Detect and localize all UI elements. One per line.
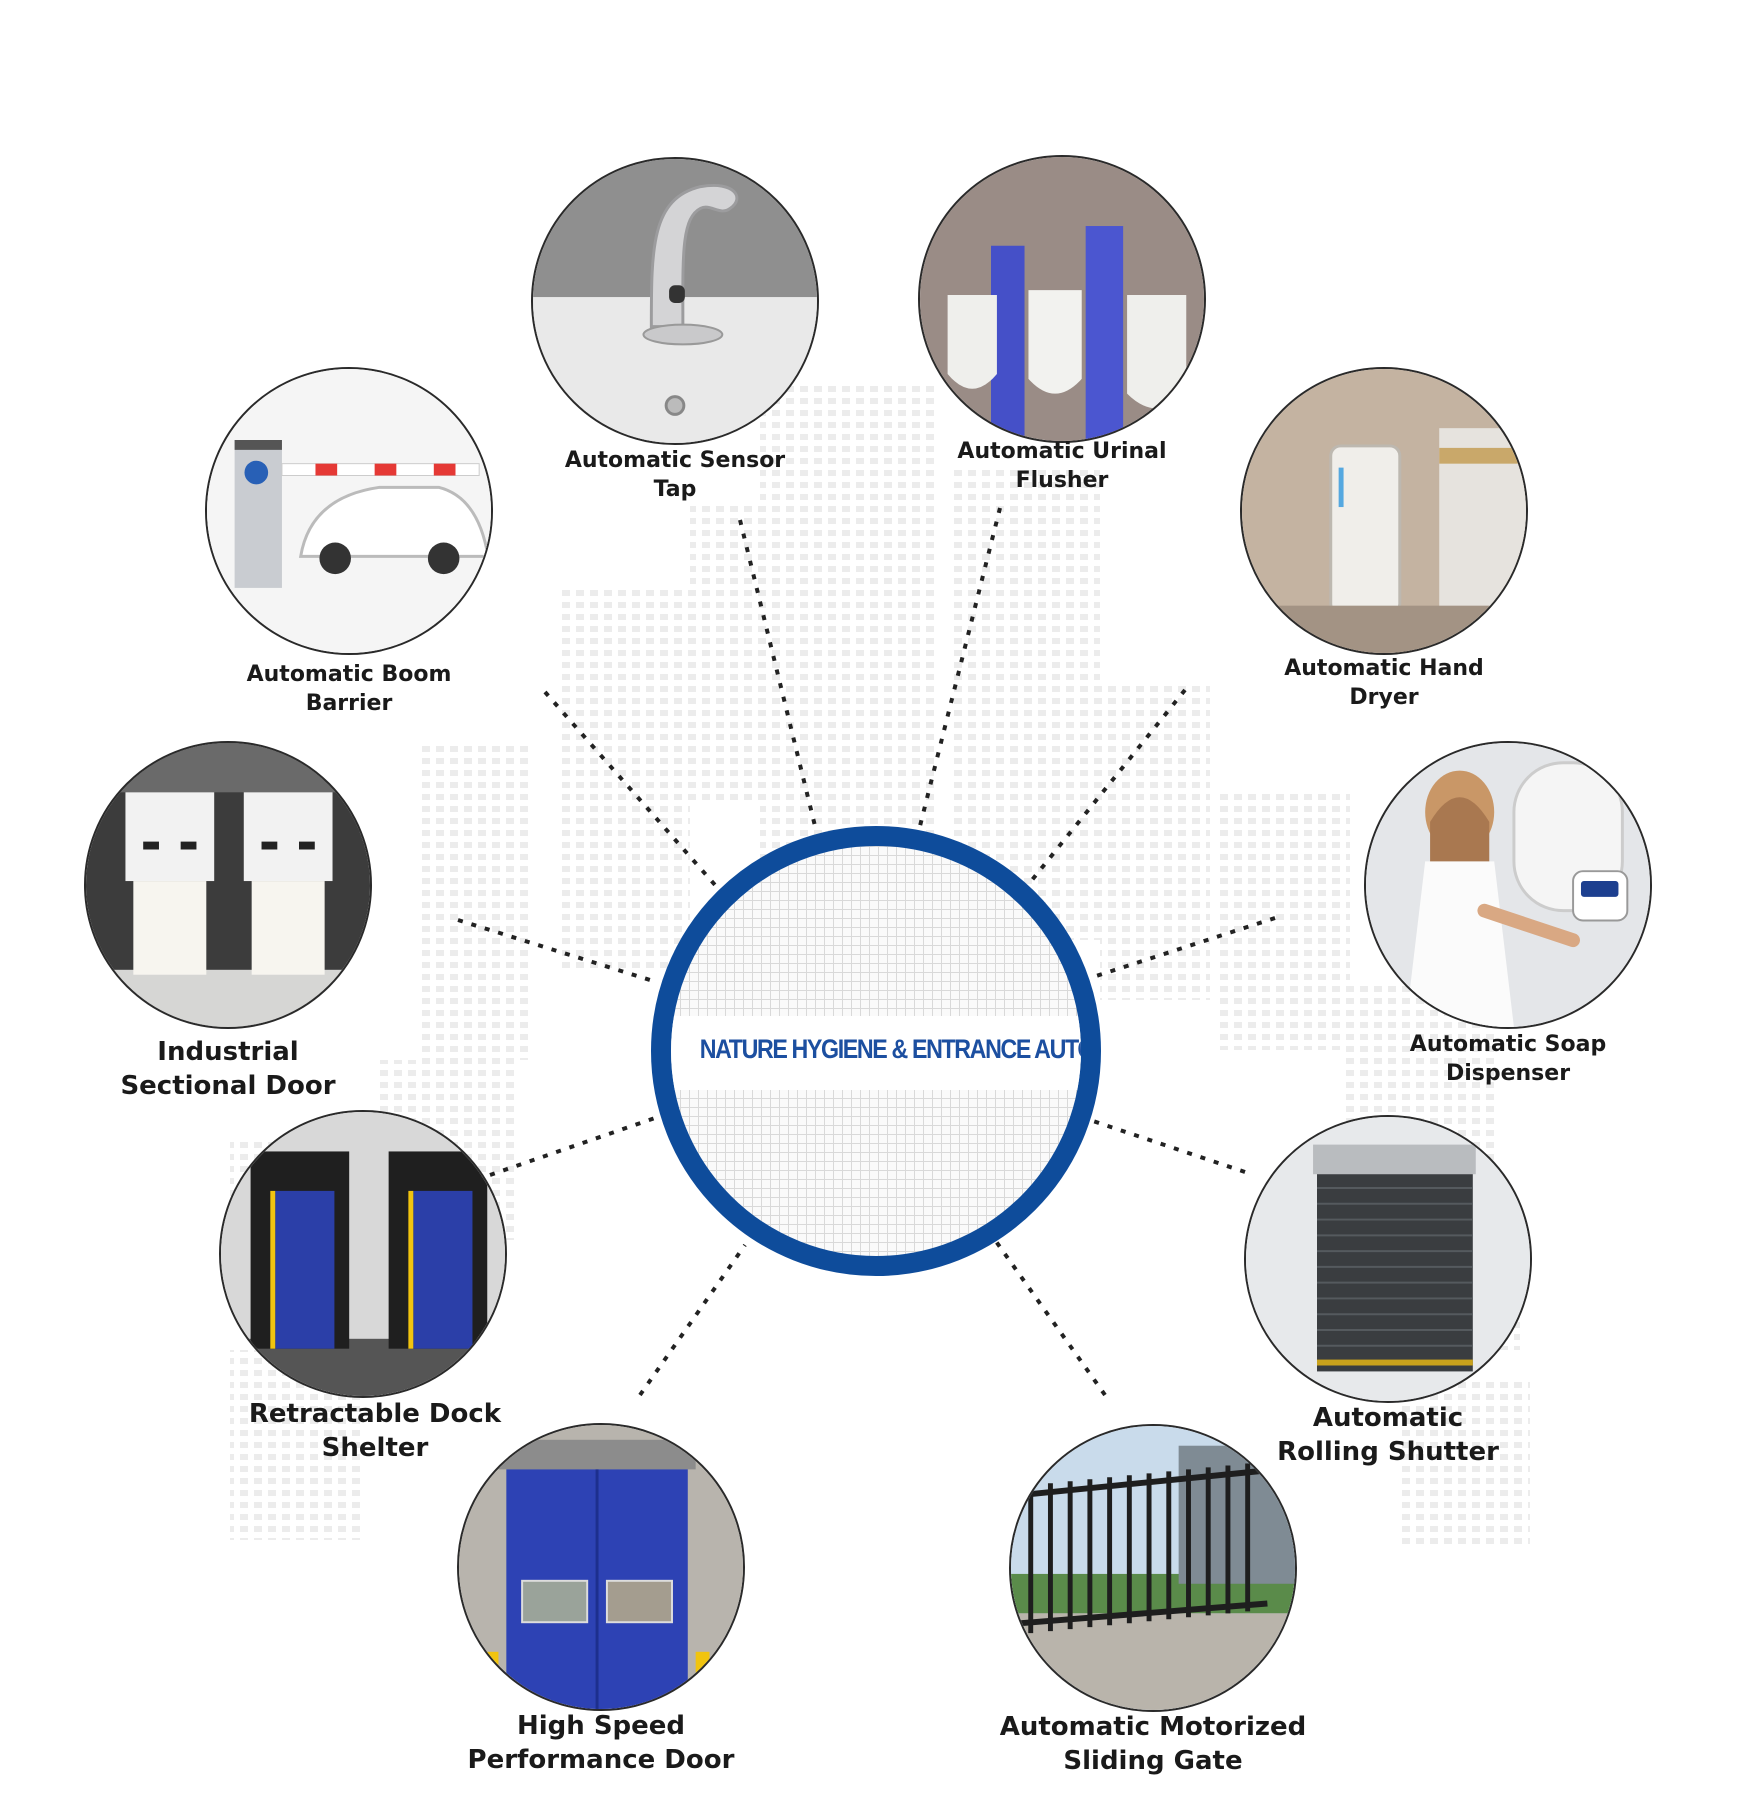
label-line-2: Tap (653, 476, 697, 502)
label-line-1: Automatic Motorized (999, 1712, 1307, 1742)
product-sectional-door[interactable]: Industrial Sectional Door (84, 741, 372, 1101)
label-line-1: Retractable Dock (248, 1399, 502, 1429)
dock-shelter-icon (219, 1110, 507, 1398)
label-line-1: High Speed (516, 1711, 686, 1741)
connector-sensor-tap (738, 519, 817, 827)
connector-sliding-gate (993, 1238, 1107, 1397)
product-rolling-shutter[interactable]: Automatic Rolling Shutter (1244, 1115, 1532, 1467)
label-line-1: Industrial (157, 1037, 299, 1067)
boom-barrier-icon (205, 367, 493, 655)
label-line-2: Flusher (1015, 467, 1109, 493)
label-line-1: Automatic Sensor (564, 448, 786, 473)
label-line-2: Performance Door (467, 1744, 735, 1775)
product-dock-shelter[interactable]: Retractable Dock Shelter (219, 1110, 507, 1463)
connector-boom-barrier (543, 690, 717, 887)
label-line-2: Sliding Gate (1063, 1745, 1243, 1776)
label-line-1: Automatic Urinal (957, 439, 1167, 464)
connector-dock-shelter (489, 1116, 656, 1177)
hand-dryer-icon (1240, 367, 1528, 655)
label-line-2: Dryer (1349, 684, 1419, 710)
label-line-1: Automatic Hand (1284, 656, 1484, 681)
label-line-2: Rolling Shutter (1277, 1436, 1499, 1467)
label-line-2: Shelter (321, 1432, 429, 1463)
connector-high-speed-door (638, 1243, 747, 1397)
label-line-1: Automatic (1312, 1403, 1464, 1433)
product-high-speed-door[interactable]: High Speed Performance Door (457, 1423, 745, 1775)
rolling-shutter-icon (1244, 1115, 1532, 1403)
connector-lines (457, 507, 1276, 1397)
product-boom-barrier[interactable]: Automatic Boom Barrier (205, 367, 493, 716)
label-line-2: Dispenser (1445, 1060, 1571, 1086)
label-line-1: Automatic Soap (1409, 1032, 1607, 1057)
product-urinal-flusher[interactable]: Automatic Urinal Flusher (918, 155, 1206, 493)
connector-sectional-door (457, 918, 651, 982)
product-hand-dryer[interactable]: Automatic Hand Dryer (1240, 367, 1528, 710)
hub-title: NATURE HYGIENE & ENTRANCE AUTOMATIONS (699, 1034, 1081, 1064)
connector-rolling-shutter (1089, 1118, 1246, 1174)
product-soap-dispenser[interactable]: Automatic Soap Dispenser (1364, 741, 1652, 1086)
faucet-icon (531, 157, 819, 445)
sliding-gate-icon (1009, 1424, 1297, 1712)
central-hub: NATURE HYGIENE & ENTRANCE AUTOMATIONS (651, 826, 1101, 1276)
hub-title-band (671, 1016, 1081, 1090)
label-line-2: Barrier (305, 690, 393, 716)
sectional-door-icon (84, 741, 372, 1029)
urinal-icon (918, 155, 1206, 443)
label-line-2: Sectional Door (120, 1070, 336, 1101)
high-speed-door-icon (457, 1423, 745, 1711)
soap-dispenser-icon (1364, 741, 1652, 1029)
label-line-1: Automatic Boom (246, 662, 452, 687)
product-sliding-gate[interactable]: Automatic Motorized Sliding Gate (1000, 1424, 1306, 1776)
product-sensor-tap[interactable]: Automatic Sensor Tap (531, 157, 819, 502)
connector-soap-dispenser (1089, 916, 1276, 980)
